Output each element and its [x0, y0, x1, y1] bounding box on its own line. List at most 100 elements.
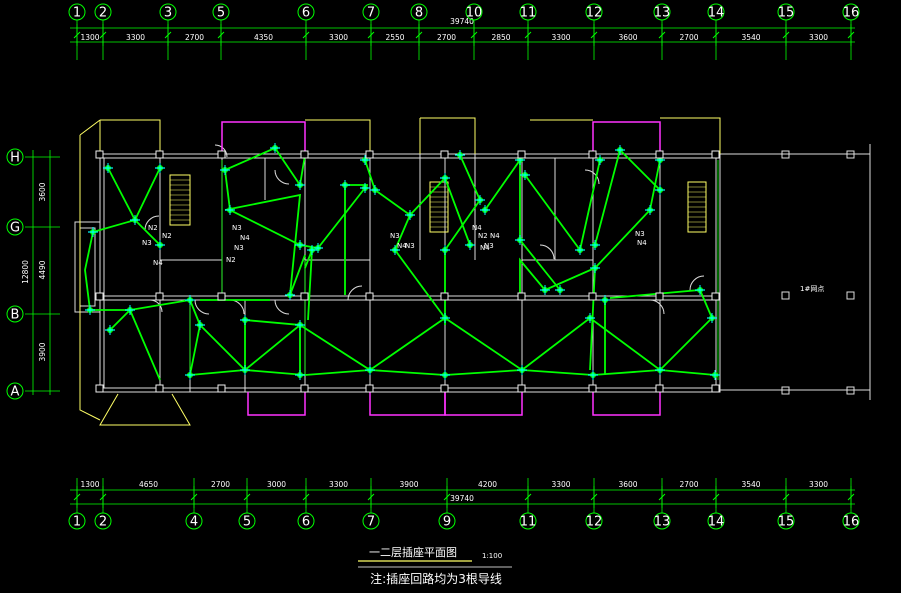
bottom-axis-label: 15 — [778, 515, 795, 530]
socket-icon — [590, 240, 600, 250]
bottom-dim-2: 4650 — [139, 480, 158, 489]
bottom-axis-label: 16 — [843, 515, 860, 530]
bottom-dim-5: 3300 — [329, 480, 348, 489]
socket-icon — [710, 370, 720, 380]
left-dimension-chain: 3600 4490 3900 12800 — [21, 150, 60, 395]
left-axis-2: G — [6, 218, 24, 236]
socket-icon — [480, 205, 490, 215]
left-axis-1: H — [6, 148, 24, 166]
top-axis-10: 12 — [585, 3, 603, 60]
bottom-dim-7: 4200 — [478, 480, 497, 489]
bottom-dim-8: 3300 — [551, 480, 570, 489]
socket-icon — [455, 150, 465, 160]
bottom-axis-label: 1 — [73, 515, 81, 530]
column-post — [588, 150, 597, 159]
bottom-axis-6: 7 — [362, 478, 380, 530]
top-axis-12: 14 — [707, 3, 725, 60]
socket-icon — [440, 245, 450, 255]
socket-icon — [655, 185, 665, 195]
top-axis-label: 13 — [654, 6, 671, 21]
bottom-dim-11: 3540 — [741, 480, 760, 489]
top-axis-2: 2 — [94, 3, 112, 60]
socket-icon — [515, 235, 525, 245]
column-post — [655, 150, 664, 159]
socket-icon — [340, 180, 350, 190]
bottom-axis-label: 12 — [586, 515, 603, 530]
socket-icon — [185, 295, 195, 305]
column-post — [365, 150, 374, 159]
top-dim-11: 2700 — [679, 33, 698, 42]
top-axis-7: 8 — [410, 3, 428, 60]
bottom-total-dim: 39740 — [450, 494, 474, 503]
top-axis-label: 15 — [778, 6, 795, 21]
column-post — [300, 150, 309, 159]
bottom-axis-12: 15 — [777, 478, 795, 530]
top-dim-1: 1300 — [80, 33, 99, 42]
bottom-axis-3: 4 — [185, 478, 203, 530]
top-axis-label: 10 — [466, 6, 483, 21]
top-axis-8: 10 — [465, 3, 483, 60]
left-total-dim: 12800 — [21, 260, 30, 284]
socket-icon — [440, 313, 450, 323]
socket-icon — [575, 245, 585, 255]
left-axis-bubbles: H G B A — [6, 148, 24, 400]
structural-columns — [95, 150, 720, 393]
circuit-tag: N4 — [490, 232, 500, 240]
left-axis-label: H — [10, 151, 20, 166]
bottom-axis-label: 2 — [99, 515, 107, 530]
top-dim-10: 3600 — [618, 33, 637, 42]
bottom-dim-10: 2700 — [679, 480, 698, 489]
column-post — [217, 292, 226, 301]
bottom-axis-label: 14 — [708, 515, 725, 530]
bottom-dim-9: 3600 — [618, 480, 637, 489]
left-axis-label: B — [11, 308, 20, 323]
circuit-tag: N4 — [397, 242, 407, 250]
column-post — [517, 384, 526, 393]
top-axis-label: 6 — [302, 6, 310, 21]
top-dim-13: 3300 — [809, 33, 828, 42]
socket-icon — [88, 227, 98, 237]
socket-icon — [103, 163, 113, 173]
bottom-axis-label: 9 — [443, 515, 451, 530]
column-post — [155, 150, 164, 159]
socket-icon — [615, 145, 625, 155]
column-post — [517, 292, 526, 301]
top-axis-1: 1 — [68, 3, 86, 60]
column-post — [217, 150, 226, 159]
top-axis-4: 5 — [212, 3, 230, 60]
socket-icon — [225, 205, 235, 215]
circuit-tag: N4 — [153, 259, 163, 267]
socket-icon — [307, 245, 317, 255]
top-dim-5: 3300 — [329, 33, 348, 42]
socket-icon — [590, 263, 600, 273]
top-axis-label: 11 — [520, 6, 537, 21]
door-swings — [144, 144, 705, 315]
socket-icon — [270, 143, 280, 153]
socket-icon — [295, 180, 305, 190]
circuit-tag: N4 — [480, 244, 490, 252]
left-dim-1: 3600 — [38, 182, 47, 201]
socket-icon — [390, 245, 400, 255]
socket-icon — [585, 313, 595, 323]
drawing-title: 一二层插座平面图 — [369, 545, 457, 559]
drawing-scale: 1:100 — [482, 552, 502, 560]
circuit-tag: N3 — [234, 244, 244, 252]
building-walls — [74, 144, 871, 400]
circuit-tag: N4 — [637, 239, 647, 247]
balconies — [221, 121, 661, 416]
column-post — [95, 384, 104, 393]
bottom-dim-1: 1300 — [80, 480, 99, 489]
left-axis-label: A — [11, 385, 20, 400]
top-axis-label: 16 — [843, 6, 860, 21]
socket-wiring — [84, 146, 719, 381]
circuit-tag: N4 — [240, 234, 250, 242]
bottom-axis-2: 2 — [94, 478, 112, 530]
socket-icon — [85, 305, 95, 315]
top-axis-label: 5 — [217, 6, 225, 21]
top-axis-14: 16 — [842, 3, 860, 60]
